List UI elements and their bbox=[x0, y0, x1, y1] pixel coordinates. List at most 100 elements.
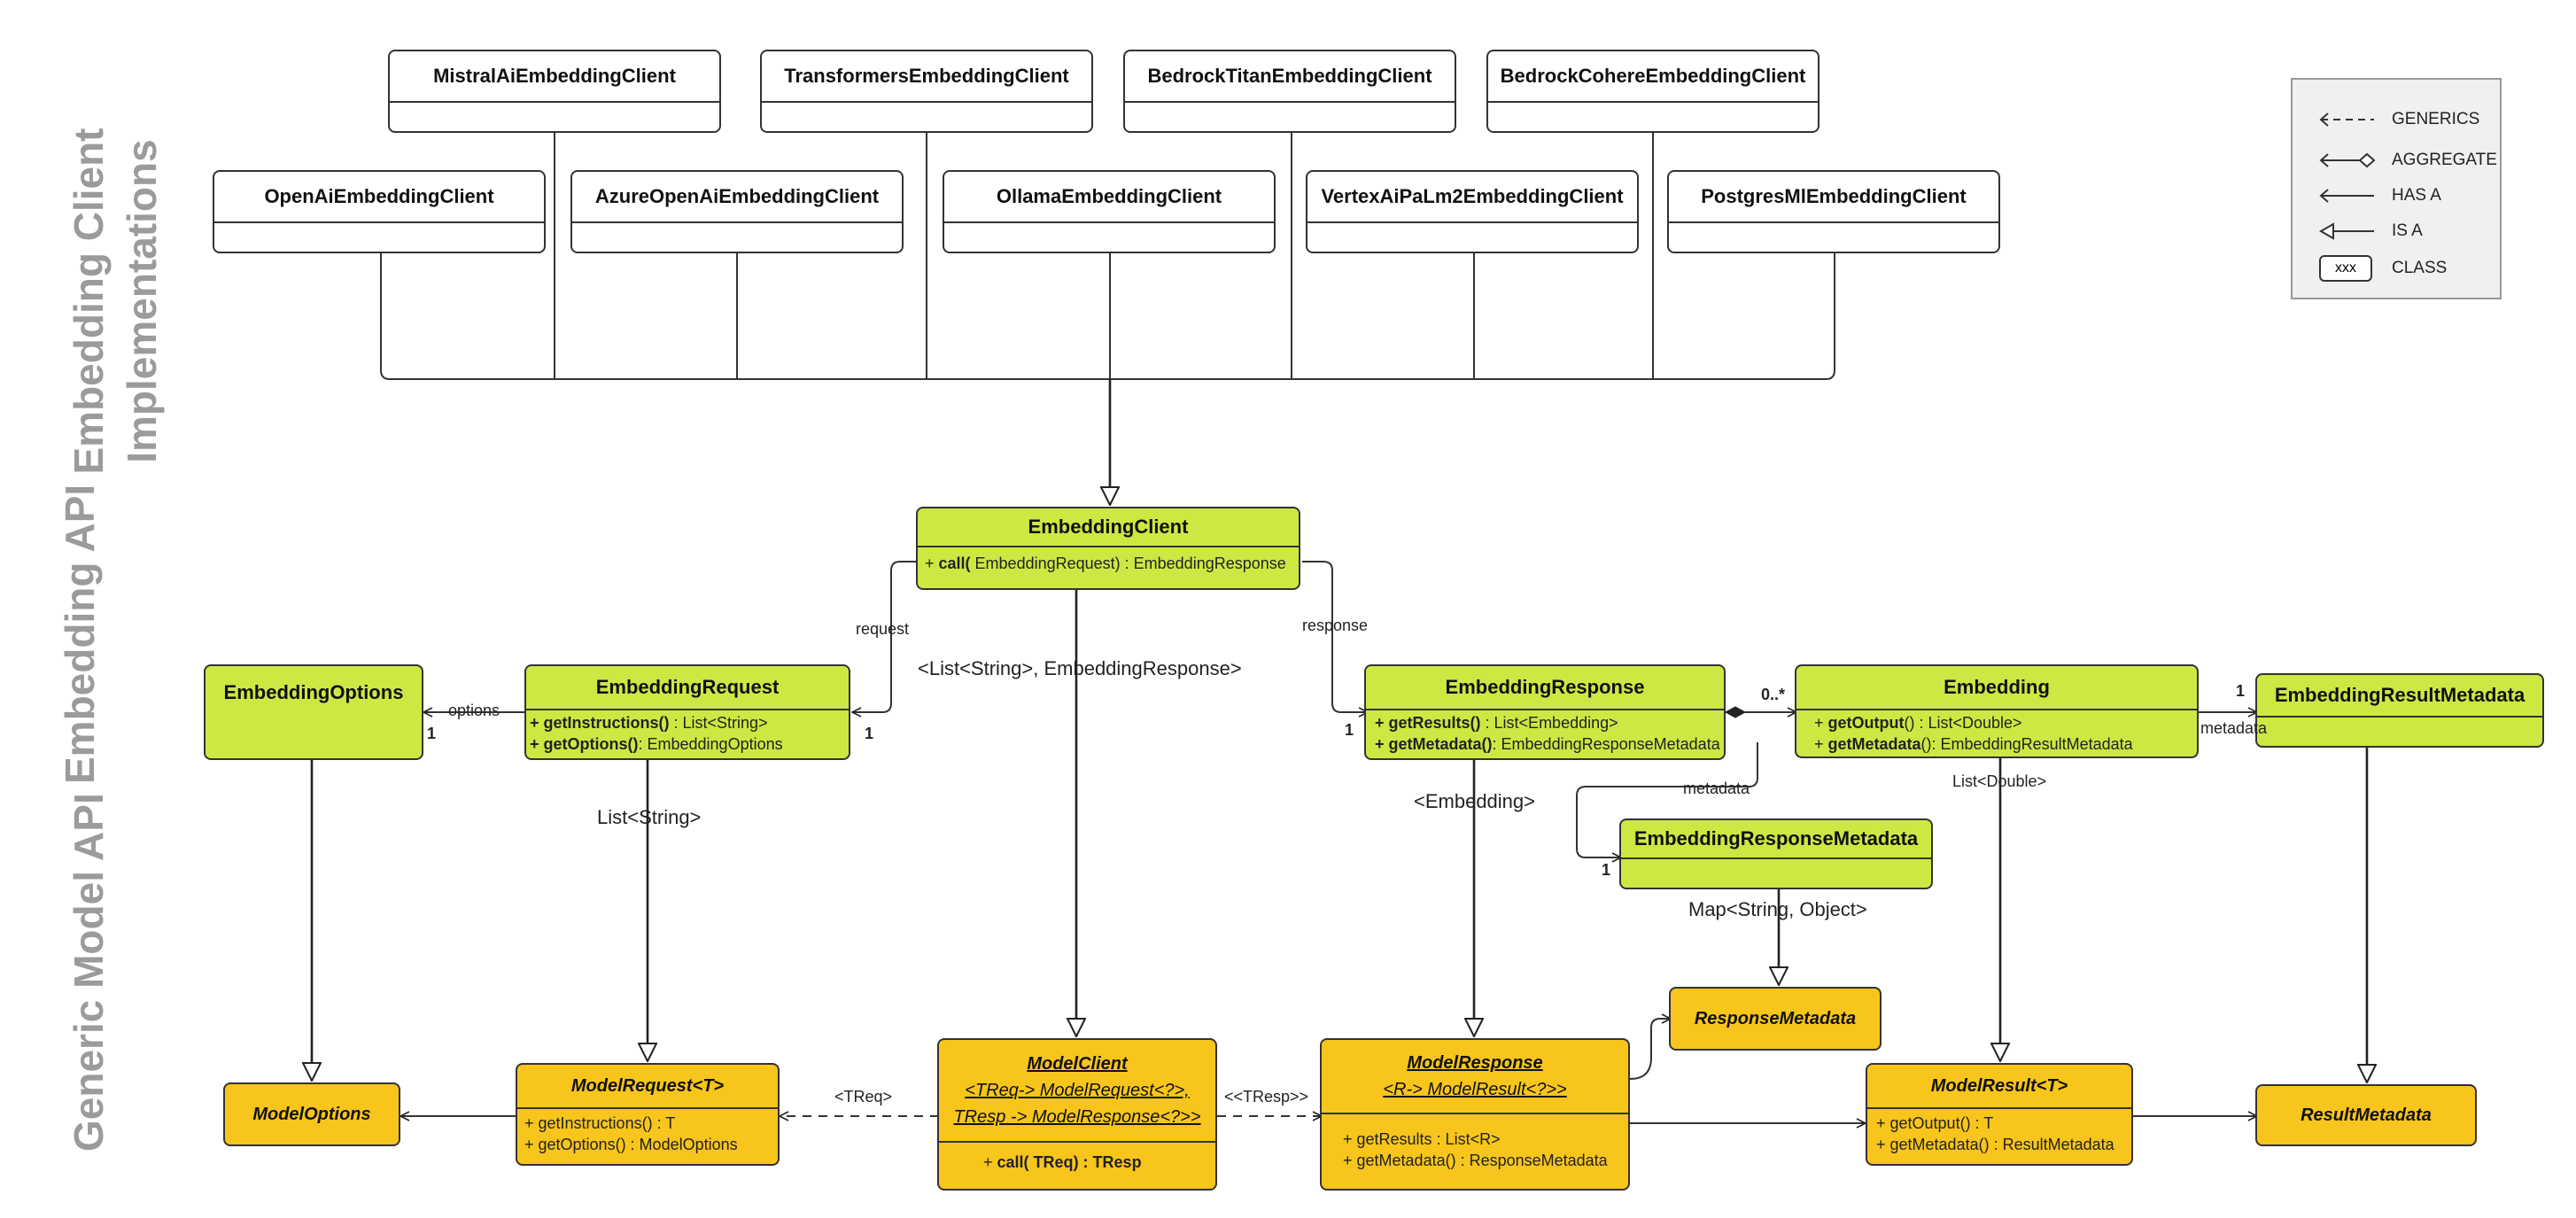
method-signature: : List<Embedding> bbox=[1480, 714, 1618, 732]
label-map-generic: Map<String, Object> bbox=[1688, 898, 1867, 920]
section-embedding-api: Embedding API bbox=[57, 484, 103, 784]
method-prefix: + bbox=[983, 1153, 997, 1171]
dashed-arrow-icon bbox=[2319, 112, 2374, 127]
class-methods: + getInstructions() : List<String> + get… bbox=[526, 710, 849, 756]
class-embedding-response-metadata[interactable]: EmbeddingResponseMetadata bbox=[1619, 818, 1933, 889]
method-name: + getResults() bbox=[1375, 714, 1481, 732]
method-return: ) : TResp bbox=[1073, 1153, 1142, 1171]
hasa-response-metadata bbox=[1576, 742, 1758, 857]
hasa-request bbox=[852, 561, 918, 712]
class-result-metadata[interactable]: ResultMetadata bbox=[2255, 1084, 2477, 1146]
class-mistral[interactable]: MistralAiEmbeddingClient bbox=[388, 50, 721, 133]
class-embedding-request[interactable]: EmbeddingRequest + getInstructions() : L… bbox=[524, 664, 850, 760]
class-title: BedrockCohereEmbeddingClient bbox=[1488, 51, 1818, 103]
class-vertex[interactable]: VertexAiPaLm2EmbeddingClient bbox=[1306, 170, 1639, 253]
class-title: ResultMetadata bbox=[2301, 1105, 2432, 1125]
method-get-options: + getOptions() : ModelOptions bbox=[524, 1136, 738, 1153]
class-title: ModelRequest<T> bbox=[517, 1065, 778, 1109]
legend-aggregate: AGGREGATE bbox=[2293, 147, 2500, 174]
class-model-result[interactable]: ModelResult<T> + getOutput() : T + getMe… bbox=[1866, 1063, 2133, 1166]
class-model-client[interactable]: ModelClient <TReq-> ModelRequest<?>, TRe… bbox=[937, 1038, 1217, 1191]
class-title: ResponseMetadata bbox=[1694, 1008, 1857, 1028]
method-signature: : List<String> bbox=[669, 714, 768, 732]
class-azure[interactable]: AzureOpenAiEmbeddingClient bbox=[570, 170, 904, 253]
class-title: VertexAiPaLm2EmbeddingClient bbox=[1307, 172, 1637, 223]
method-get-results: + getResults : List<R> bbox=[1343, 1130, 1501, 1148]
class-title: ModelResult<T> bbox=[1867, 1065, 2131, 1109]
hasa-model-response-metadata bbox=[1629, 1019, 1671, 1080]
class-methods: + call( TReq) : TResp bbox=[939, 1143, 1215, 1182]
method-prefix: + bbox=[925, 555, 939, 572]
legend-has-a-label: HAS A bbox=[2392, 186, 2441, 205]
legend-class-sample: xxx bbox=[2319, 255, 2372, 282]
method-get-options: + getOptions(): EmbeddingOptions bbox=[530, 733, 845, 755]
class-ollama[interactable]: OllamaEmbeddingClient bbox=[943, 170, 1276, 253]
class-title: MistralAiEmbeddingClient bbox=[390, 51, 719, 103]
triangle-arrow-icon bbox=[2318, 222, 2374, 240]
legend-class: xxx CLASS bbox=[2293, 255, 2500, 282]
class-title: PostgresMlEmbeddingClient bbox=[1669, 172, 1998, 223]
method-get-metadata: + getMetadata() : ResponseMetadata bbox=[1343, 1152, 1608, 1169]
class-title: EmbeddingResultMetadata bbox=[2257, 675, 2542, 718]
label-generic-client: <List<String>, EmbeddingResponse> bbox=[918, 657, 1242, 679]
label-embedding-generic: <Embedding> bbox=[1414, 790, 1535, 812]
class-embedding[interactable]: Embedding + getOutput() : List<Double> +… bbox=[1795, 664, 2199, 758]
section-generic-model-api: Generic Model API bbox=[66, 793, 112, 1152]
legend-has-a: HAS A bbox=[2293, 182, 2500, 209]
label-multiplicity-response-metadata: 1 bbox=[1602, 861, 1611, 879]
class-model-request[interactable]: ModelRequest<T> + getInstructions() : T … bbox=[516, 1063, 780, 1166]
label-metadata-embedding: metadata bbox=[2200, 719, 2268, 737]
class-embedding-options[interactable]: EmbeddingOptions bbox=[204, 664, 423, 760]
class-model-options[interactable]: ModelOptions bbox=[223, 1082, 400, 1146]
method-call: + call( TReq) : TResp bbox=[983, 1152, 1171, 1173]
method-param: TReq bbox=[1028, 1153, 1074, 1171]
legend-generics-label: GENERICS bbox=[2392, 110, 2480, 128]
class-methods: + getOutput() : T + getMetadata() : Resu… bbox=[1867, 1109, 2131, 1159]
section-implementations: Embedding Client Implementations bbox=[62, 124, 168, 478]
class-title: ModelResponse bbox=[1407, 1053, 1543, 1073]
class-bedrock-titan[interactable]: BedrockTitanEmbeddingClient bbox=[1123, 50, 1456, 133]
class-title: ModelOptions bbox=[252, 1104, 371, 1124]
class-transformers[interactable]: TransformersEmbeddingClient bbox=[760, 50, 1093, 133]
label-multiplicity-result-metadata: 1 bbox=[2236, 682, 2246, 700]
method-name: + getMetadata() bbox=[1375, 735, 1493, 753]
label-multiplicity-response: 1 bbox=[1345, 721, 1354, 739]
method-name: + getInstructions() bbox=[530, 714, 670, 732]
method-get-metadata: + getMetadata(): EmbeddingResultMetadata bbox=[1814, 733, 2179, 755]
class-title: BedrockTitanEmbeddingClient bbox=[1125, 51, 1455, 103]
class-postgres[interactable]: PostgresMlEmbeddingClient bbox=[1667, 170, 2000, 253]
class-generic-1: <TReq-> ModelRequest<?>, bbox=[965, 1081, 1190, 1100]
label-response: response bbox=[1302, 617, 1369, 634]
method-signature: (): EmbeddingResultMetadata bbox=[1920, 735, 2133, 753]
class-methods: + getInstructions() : T + getOptions() :… bbox=[517, 1109, 778, 1159]
class-title: EmbeddingRequest bbox=[526, 666, 849, 710]
method-prefix: + bbox=[1814, 735, 1828, 753]
class-model-response[interactable]: ModelResponse <R-> ModelResult<?>> + get… bbox=[1320, 1038, 1630, 1191]
legend-aggregate-label: AGGREGATE bbox=[2392, 151, 2497, 169]
class-title: EmbeddingClient bbox=[918, 508, 1299, 547]
class-methods: + getResults : List<R> + getMetadata() :… bbox=[1322, 1114, 1628, 1185]
legend-class-label: CLASS bbox=[2392, 259, 2448, 277]
method-signature: : EmbeddingResponseMetadata bbox=[1492, 735, 1720, 753]
label-request: request bbox=[856, 620, 910, 638]
hasa-response bbox=[1302, 561, 1368, 712]
class-title: TransformersEmbeddingClient bbox=[762, 51, 1091, 103]
label-treq: <TReq> bbox=[834, 1088, 893, 1106]
class-bedrock-cohere[interactable]: BedrockCohereEmbeddingClient bbox=[1486, 50, 1819, 133]
class-response-metadata[interactable]: ResponseMetadata bbox=[1669, 987, 1882, 1051]
section-implementations-line2: Implementations bbox=[119, 139, 165, 463]
class-title: AzureOpenAiEmbeddingClient bbox=[572, 172, 902, 223]
method-get-output: + getOutput() : List<Double> bbox=[1814, 712, 2179, 733]
class-embedding-client[interactable]: EmbeddingClient + call( EmbeddingRequest… bbox=[916, 507, 1300, 590]
class-openai[interactable]: OpenAiEmbeddingClient bbox=[213, 170, 546, 253]
label-tresp: <<TResp>> bbox=[1224, 1088, 1309, 1106]
class-methods: + getResults() : List<Embedding> + getMe… bbox=[1366, 710, 1724, 756]
method-name: getOutput bbox=[1827, 714, 1905, 732]
class-embedding-result-metadata[interactable]: EmbeddingResultMetadata bbox=[2255, 673, 2544, 748]
method-signature: () : List<Double> bbox=[1904, 714, 2022, 732]
legend-generics: GENERICS bbox=[2293, 106, 2500, 133]
class-embedding-response[interactable]: EmbeddingResponse + getResults() : List<… bbox=[1364, 664, 1726, 760]
method-prefix: + bbox=[1814, 714, 1828, 732]
